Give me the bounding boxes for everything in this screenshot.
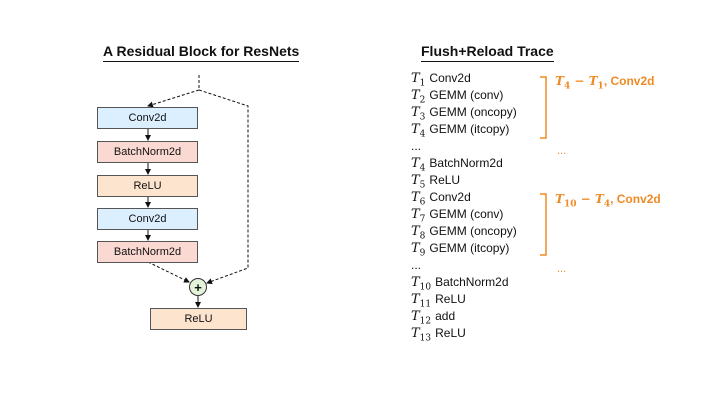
trace-op: Conv2d [429, 190, 471, 204]
skip-connection [198, 89, 249, 285]
conv2d-layer-1: Conv2d [97, 107, 198, 129]
trace-op: ReLU [429, 173, 461, 187]
trace-time-symbol: T [411, 71, 420, 86]
trace-time-symbol: T [411, 190, 420, 205]
relu-layer-1: ReLU [97, 175, 198, 197]
bracket-2 [540, 193, 547, 256]
relu-output-layer: ReLU [150, 308, 247, 330]
bn-to-add-arrow [147, 261, 190, 283]
trace-title: Flush+Reload Trace [421, 43, 554, 62]
trace-op: GEMM (oncopy) [429, 224, 517, 238]
trace-time-index: 9 [419, 248, 426, 259]
trace-time-index: 4 [419, 129, 426, 140]
annotation-1-dots: ... [557, 145, 567, 157]
trace-time-index: 2 [419, 95, 426, 106]
trace-time-index: 13 [419, 333, 432, 344]
annotation-2: T10 − T4, Conv2d [555, 192, 661, 210]
trace-time-symbol: T [411, 309, 420, 324]
trace-op: BatchNorm2d [429, 156, 503, 170]
residual-block-title: A Residual Block for ResNets [103, 43, 300, 62]
trace-time-index: 1 [419, 78, 426, 89]
trace-op: BatchNorm2d [435, 275, 509, 289]
trace-op: Conv2d [429, 71, 471, 85]
trace-time-index: 4 [419, 163, 426, 174]
annot-1-b-sub: 1 [597, 81, 604, 92]
annotation-1: T4 − T1, Conv2d [555, 74, 655, 92]
annot-2-op: Conv2d [616, 192, 661, 206]
trace-time-symbol: T [411, 326, 420, 341]
trace-time-index: 10 [419, 282, 432, 293]
conv2d-layer-2: Conv2d [97, 208, 198, 230]
annotation-2-dots: ... [557, 263, 567, 275]
annot-2-b-sub: 4 [603, 199, 611, 210]
trace-time-symbol: T [411, 122, 420, 137]
trace-op: GEMM (itcopy) [429, 241, 510, 255]
bracket-1 [540, 76, 547, 139]
trace-time-index: 11 [419, 299, 432, 310]
input-to-conv-arrow [147, 89, 200, 108]
trace-time-index: 7 [419, 214, 426, 225]
trace-time-index: 3 [419, 112, 426, 123]
trace-line: ... [411, 138, 421, 155]
trace-time-symbol: T [411, 207, 420, 222]
trace-time-index: 8 [419, 231, 426, 242]
trace-time-symbol: T [411, 105, 420, 120]
trace-op: GEMM (itcopy) [429, 122, 510, 136]
trace-op: GEMM (oncopy) [429, 105, 517, 119]
trace-op: ... [411, 258, 422, 272]
trace-time-symbol: T [411, 156, 420, 171]
trace-time-index: 6 [419, 197, 426, 208]
trace-op: ReLU [435, 292, 466, 306]
trace-time-symbol: T [411, 173, 420, 188]
annot-1-op: Conv2d [610, 74, 655, 88]
annot-2-a-sub: 10 [563, 199, 577, 210]
trace-time-index: 12 [419, 316, 432, 327]
batchnorm2d-layer-2: BatchNorm2d [97, 241, 198, 263]
add-node: + [189, 278, 207, 296]
trace-op: GEMM (conv) [429, 207, 504, 221]
trace-time-symbol: T [411, 275, 420, 290]
trace-op: ReLU [435, 326, 466, 340]
trace-time-symbol: T [411, 292, 420, 307]
trace-op: GEMM (conv) [429, 88, 504, 102]
trace-op: ... [411, 139, 422, 153]
trace-op: add [435, 309, 456, 323]
annot-1-a-sub: 4 [563, 81, 571, 92]
trace-time-symbol: T [411, 88, 420, 103]
trace-time-index: 5 [419, 180, 426, 191]
trace-line: ... [411, 257, 421, 274]
batchnorm2d-layer-1: BatchNorm2d [97, 141, 198, 163]
trace-time-symbol: T [411, 224, 420, 239]
trace-time-symbol: T [411, 241, 420, 256]
